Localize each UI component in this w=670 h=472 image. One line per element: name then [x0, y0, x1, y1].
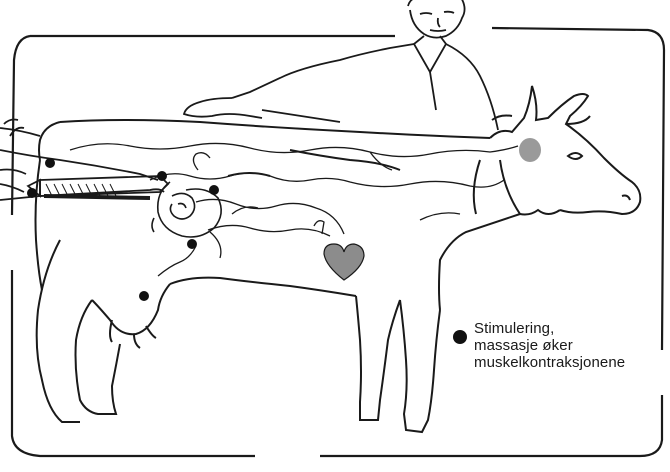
heart-icon — [324, 244, 364, 280]
farmer-arm-with-tool — [0, 120, 168, 201]
nerve-paths — [70, 143, 518, 276]
legend-line-2: massasje øker — [474, 337, 664, 354]
stimulation-dot-icon — [187, 239, 197, 249]
stimulation-dot-icon — [139, 291, 149, 301]
legend-dot-icon — [453, 330, 467, 344]
head-stimulation-area — [519, 138, 541, 162]
stimulation-dot-icon — [27, 188, 37, 198]
stimulation-dot-icon — [157, 171, 167, 181]
farmer — [184, 0, 498, 130]
frame-border — [12, 28, 664, 456]
stimulation-dot-icon — [209, 185, 219, 195]
legend-line-1: Stimulering, — [474, 320, 664, 337]
stimulation-dot-icon — [45, 158, 55, 168]
legend-caption: Stimulering, massasje øker muskelkontrak… — [474, 320, 664, 371]
legend-line-3: muskelkontraksjonene — [474, 354, 664, 371]
